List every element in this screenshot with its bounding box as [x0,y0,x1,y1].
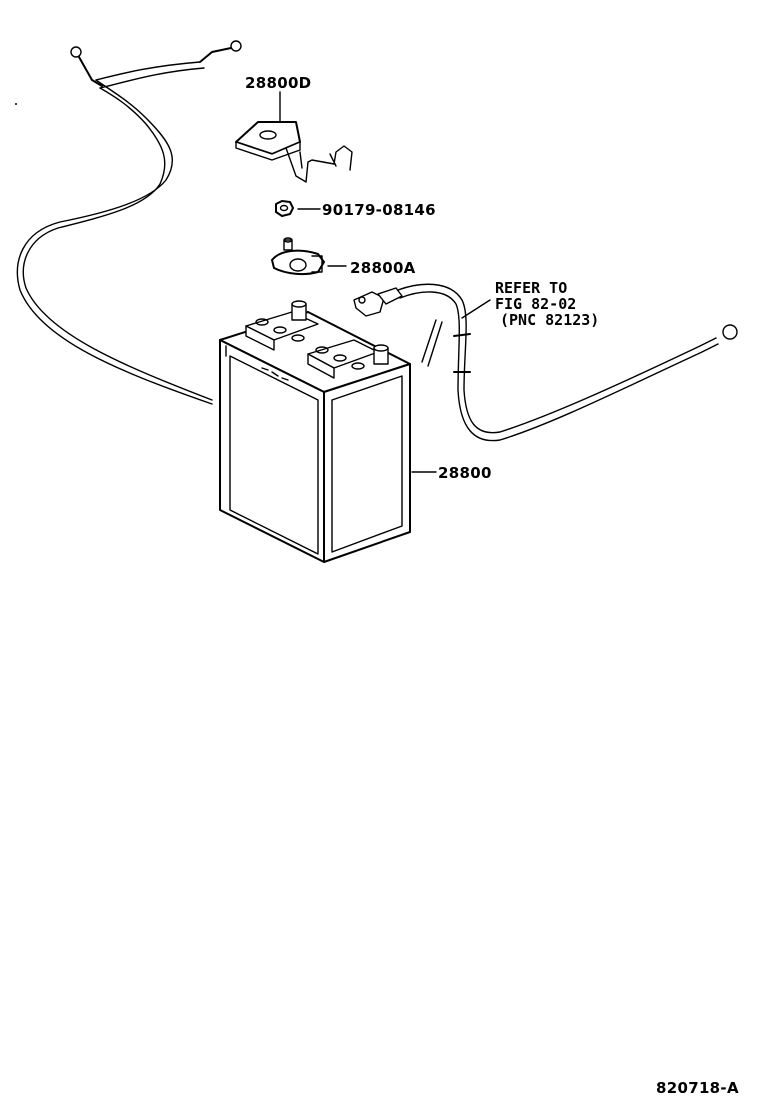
label-hold-down-clamp: 28800D [245,74,312,92]
hold-down-clamp [235,91,353,183]
battery [219,300,437,563]
label-refer-line3: (PNC 82123) [500,311,600,329]
label-terminal-clamp: 28800A [350,259,416,277]
label-nut: 90179-08146 [322,201,436,219]
positive-cable [353,283,738,442]
label-battery: 28800 [438,464,492,482]
diagram-code: 820718-A [656,1079,739,1097]
label-refer-line2: FIG 82-02 [495,295,577,313]
negative-cable [16,40,242,405]
nut [275,200,321,217]
label-refer-line1: REFER TO [495,279,568,297]
terminal-clamp [271,237,347,276]
stray-mark [15,103,17,105]
